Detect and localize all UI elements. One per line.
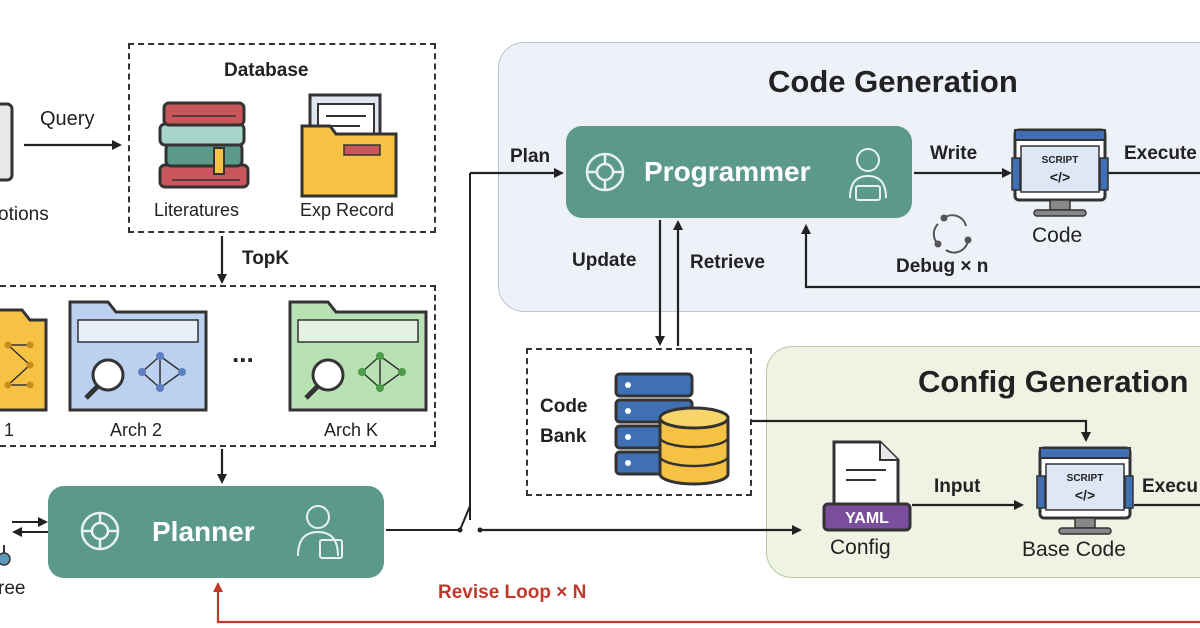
codebank-to-basecode-arrow	[752, 419, 1091, 442]
planner-label: Planner	[152, 516, 255, 547]
architecture-candidates-box	[0, 285, 436, 447]
database-title: Database	[224, 60, 309, 81]
options-label: otions	[0, 204, 49, 225]
programmer-box: Programmer	[566, 126, 912, 218]
database-box	[128, 43, 436, 233]
tree-icon	[0, 545, 11, 566]
arch-1-label: 1	[4, 420, 15, 440]
document-icon	[0, 102, 14, 182]
arch-k-label: Arch K	[324, 420, 379, 440]
base-code-script-icon	[1036, 446, 1134, 535]
exp-record-label: Exp Record	[300, 200, 395, 220]
yaml-text: YAML	[845, 510, 889, 527]
code-bank-line1: Code	[540, 396, 588, 417]
execute-label: Execute	[1124, 143, 1197, 164]
write-label: Write	[930, 143, 978, 164]
topk-label: TopK	[242, 248, 290, 269]
revise-loop-line	[213, 582, 1200, 624]
code-bank-line2: Bank	[540, 426, 587, 447]
debug-label: Debug × n	[896, 256, 989, 277]
query-label: Query	[40, 108, 95, 130]
literatures-label: Literatures	[154, 200, 240, 220]
revise-loop-label: Revise Loop × N	[438, 582, 587, 603]
programmer-label: Programmer	[644, 156, 811, 187]
arch-2-label: Arch 2	[110, 420, 163, 440]
arch-ellipsis: ...	[232, 338, 254, 368]
base-code-label: Base Code	[1022, 538, 1126, 561]
base-code-script-tag: </>	[1075, 487, 1095, 503]
code-script-icon	[1011, 128, 1109, 217]
config-label: Config	[830, 536, 891, 559]
exp-record-folder-icon	[300, 93, 398, 198]
code-label: Code	[1032, 224, 1083, 247]
base-code-script-text: SCRIPT	[1067, 473, 1104, 484]
code-script-tag: </>	[1050, 169, 1070, 185]
input-label: Input	[934, 476, 981, 497]
arch-k-folder-icon	[288, 300, 428, 412]
tree-label: ree	[0, 578, 26, 599]
planner-box: Planner	[48, 486, 384, 578]
plan-label: Plan	[510, 146, 551, 167]
debug-cycle-icon	[932, 214, 972, 254]
config-execute-label: Execu	[1142, 476, 1198, 497]
code-bank-database-icon	[658, 406, 730, 486]
code-bank-box	[526, 348, 752, 496]
yaml-config-icon	[822, 440, 912, 532]
config-generation-title: Config Generation	[918, 364, 1189, 399]
arch-1-folder-icon	[0, 308, 48, 412]
code-generation-title: Code Generation	[768, 64, 1018, 99]
debug-return-line	[801, 224, 1200, 289]
arch-2-folder-icon	[68, 300, 208, 412]
retrieve-label: Retrieve	[690, 252, 765, 273]
switch-blade	[459, 505, 471, 531]
update-label: Update	[572, 250, 637, 271]
books-icon	[158, 101, 250, 189]
code-script-text: SCRIPT	[1042, 155, 1079, 166]
